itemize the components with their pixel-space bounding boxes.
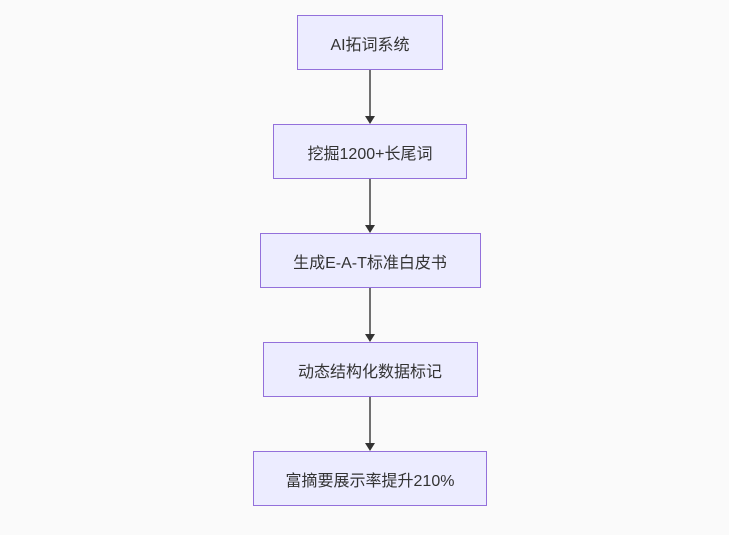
flow-edge-3 [365, 288, 375, 342]
arrow-down-icon [365, 334, 375, 342]
flow-node-label: 挖掘1200+长尾词 [307, 145, 433, 163]
flow-node-rich-snippet-rate: 富摘要展示率提升210% [253, 451, 487, 506]
flow-node-label: 富摘要展示率提升210% [285, 472, 455, 490]
flowchart: AI拓词系统 挖掘1200+长尾词 生成E-A-T标准白皮书 动态结构化数据标记 [253, 15, 487, 506]
edge-line [369, 179, 371, 225]
flow-node-label: 生成E-A-T标准白皮书 [293, 254, 447, 272]
arrow-down-icon [365, 443, 375, 451]
flow-edge-4 [365, 397, 375, 451]
flow-node-longtail-keywords: 挖掘1200+长尾词 [273, 124, 467, 179]
arrow-down-icon [365, 116, 375, 124]
flow-node-label: 动态结构化数据标记 [297, 363, 442, 381]
flow-node-eat-whitepaper: 生成E-A-T标准白皮书 [259, 233, 481, 288]
arrow-down-icon [365, 225, 375, 233]
edge-line [369, 70, 371, 116]
flow-node-label: AI拓词系统 [330, 36, 410, 54]
flow-node-ai-word-expansion-system: AI拓词系统 [297, 15, 443, 70]
flow-edge-2 [365, 179, 375, 233]
flow-edge-1 [365, 70, 375, 124]
edge-line [369, 397, 371, 443]
edge-line [369, 288, 371, 334]
flow-node-structured-data-markup: 动态结构化数据标记 [262, 342, 478, 397]
